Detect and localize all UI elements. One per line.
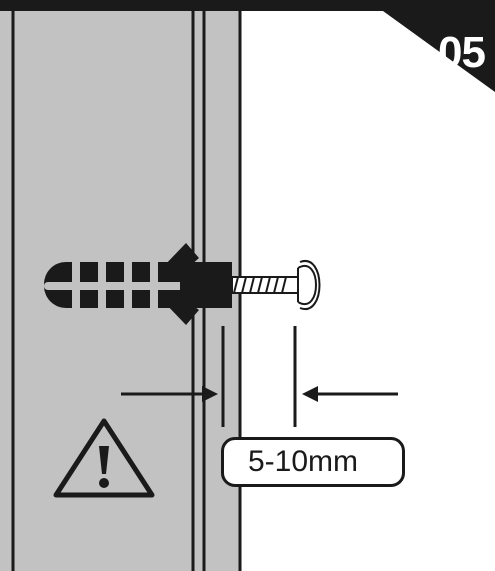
arrow-left-icon xyxy=(302,386,398,402)
top-border xyxy=(0,0,495,11)
screw-icon xyxy=(231,260,321,310)
step-number: 05 xyxy=(438,28,486,77)
dimension-label: 5-10mm xyxy=(221,437,405,487)
step-badge xyxy=(383,11,495,92)
arrow-right-icon xyxy=(121,386,218,402)
wall-plug-icon xyxy=(44,243,232,325)
warning-triangle-icon xyxy=(53,418,155,498)
